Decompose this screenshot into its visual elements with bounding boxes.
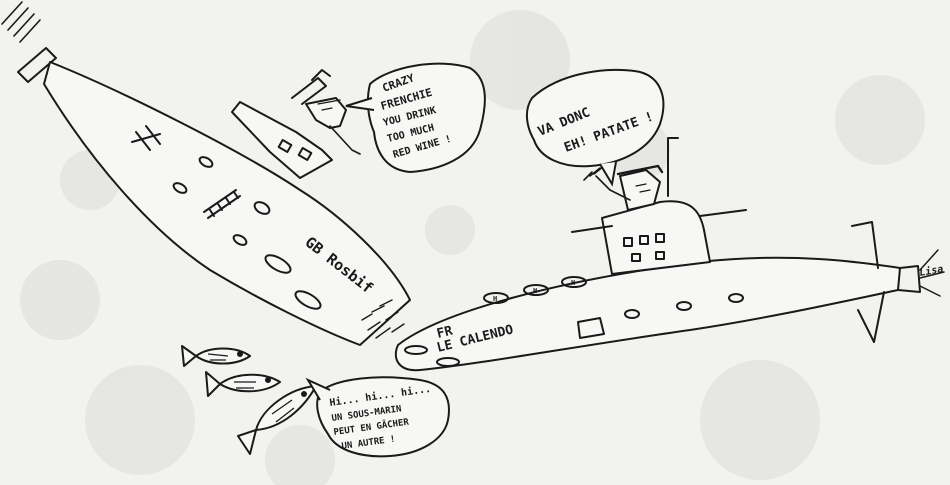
french-submarine — [394, 137, 945, 372]
british-speech-bubble: CRAZY FRENCHIE YOU DRINK TOO MUCH RED WI… — [345, 62, 486, 174]
hatch-letter: H — [493, 295, 497, 303]
french-speech-bubble: VA DONC EH! PATATE ! — [526, 68, 665, 187]
fish-middle — [205, 371, 281, 397]
artist-signature: Lisa — [918, 263, 944, 279]
british-submarine — [1, 1, 411, 346]
hatch-letter: H — [533, 287, 537, 295]
fish-school — [181, 345, 317, 455]
fish-top — [181, 345, 251, 367]
french-submarine-label-line1: FR — [435, 323, 454, 341]
fish-speech-bubble: Hi... hi... hi... UN SOUS-MARIN PEUT EN … — [305, 376, 450, 458]
hatch-letter: H — [571, 279, 575, 287]
